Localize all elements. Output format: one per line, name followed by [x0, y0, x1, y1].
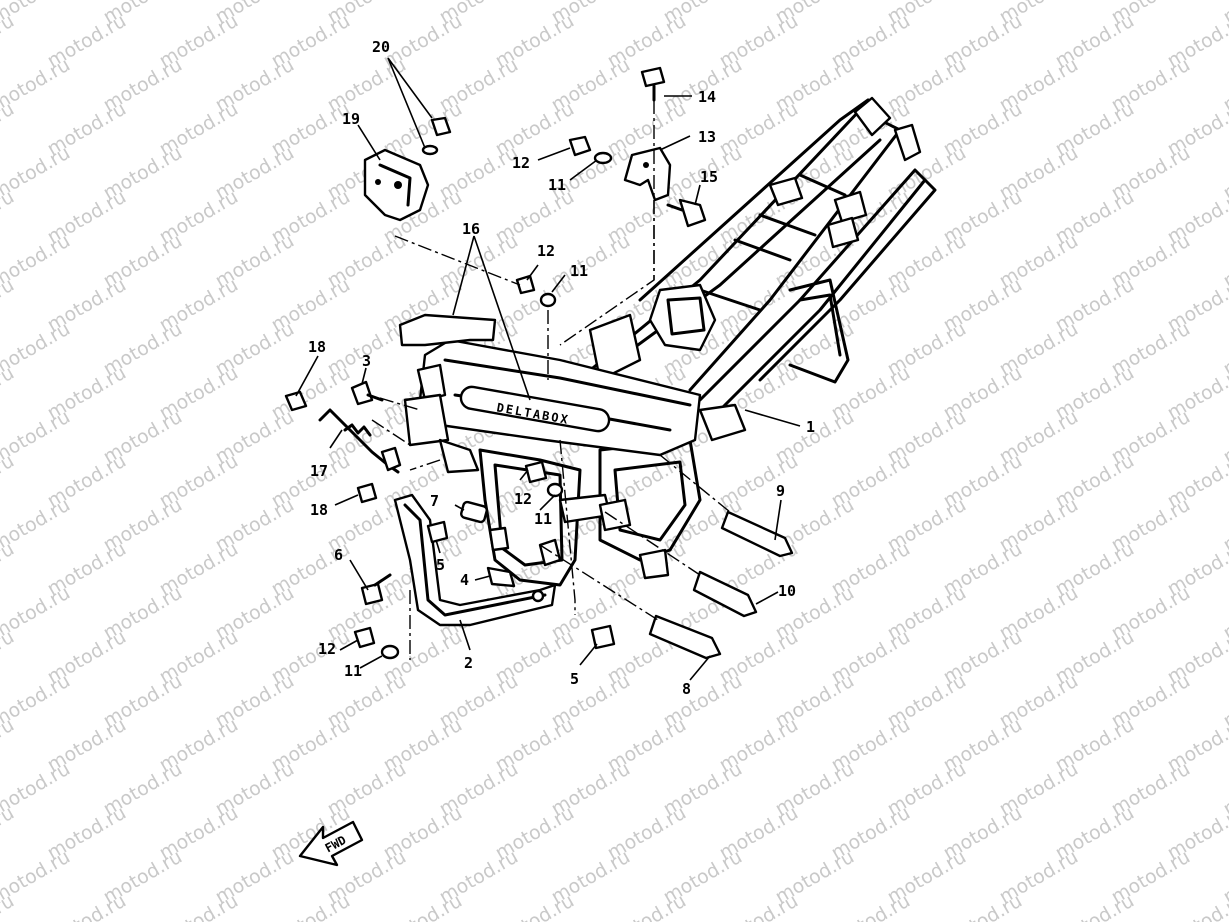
- watermark-text: motod.ru: [0, 802, 18, 865]
- callout-2: 2: [464, 654, 473, 672]
- callout-18: 18: [308, 338, 326, 356]
- watermark-text: motod.ru: [44, 890, 130, 922]
- callout-17: 17: [310, 462, 328, 480]
- callout-7: 7: [430, 492, 439, 510]
- watermark-text: motod.ru: [1220, 0, 1229, 28]
- callout-16: 16: [462, 220, 480, 238]
- callout-12: 12: [318, 640, 336, 658]
- main-frame: [558, 96, 937, 580]
- callout-3: 3: [362, 352, 371, 370]
- callout-12: 12: [514, 490, 532, 508]
- watermark-text: motod.ru: [1052, 890, 1138, 922]
- watermark-text: motod.ru: [1164, 890, 1229, 922]
- leader-lines: [295, 57, 801, 681]
- watermark-text: motod.ru: [492, 890, 578, 922]
- callout-14: 14: [698, 88, 716, 106]
- fwd-arrow-icon: FWD: [298, 820, 364, 867]
- callout-6: 6: [334, 546, 343, 564]
- lower-tube: [478, 448, 582, 587]
- callout-8: 8: [682, 680, 691, 698]
- callout-1: 1: [806, 418, 815, 436]
- watermark-text: motod.ru: [940, 890, 1026, 922]
- callout-5: 5: [570, 670, 579, 688]
- watermark-text: motod.ru: [0, 186, 18, 249]
- callout-11: 11: [548, 176, 566, 194]
- watermark-text: motod.ru: [0, 10, 18, 73]
- callout-11: 11: [570, 262, 588, 280]
- callout-10: 10: [778, 582, 796, 600]
- stay-bracket: [393, 493, 557, 627]
- callout-19: 19: [342, 110, 360, 128]
- callout-5: 5: [436, 556, 445, 574]
- callout-9: 9: [776, 482, 785, 500]
- watermark-text: motod.ru: [0, 714, 18, 777]
- callout-4: 4: [460, 571, 469, 589]
- watermark-text: motod.ru: [0, 626, 18, 689]
- watermark-text: motod.ru: [268, 890, 354, 922]
- callout-20: 20: [372, 38, 390, 56]
- watermark-text: motod.ru: [0, 274, 18, 337]
- watermark-text: motod.ru: [0, 450, 18, 513]
- callout-18: 18: [310, 501, 328, 519]
- watermark-text: motod.ru: [0, 98, 18, 161]
- watermark-text: motod.ru: [0, 538, 18, 601]
- callout-12: 12: [537, 242, 555, 260]
- watermark-text: motod.ru: [604, 890, 690, 922]
- callout-13: 13: [698, 128, 716, 146]
- callout-11: 11: [534, 510, 552, 528]
- watermark-text: motod.ru: [156, 890, 242, 922]
- watermark-text: motod.ru: [380, 890, 466, 922]
- callout-11: 11: [344, 662, 362, 680]
- deltabox-beam: DELTABOX: [403, 338, 702, 474]
- watermark-text: motod.ru: [828, 890, 914, 922]
- callout-15: 15: [700, 168, 718, 186]
- callout-12: 12: [512, 154, 530, 172]
- watermark-text: motod.ru: [0, 362, 18, 425]
- watermark-text: motod.ru: [716, 890, 802, 922]
- guard-bars: [398, 313, 497, 347]
- callout-labels: 1 2 3 4 5 5 6 7 8 9 10 11 11 11 11 12 12…: [308, 38, 815, 698]
